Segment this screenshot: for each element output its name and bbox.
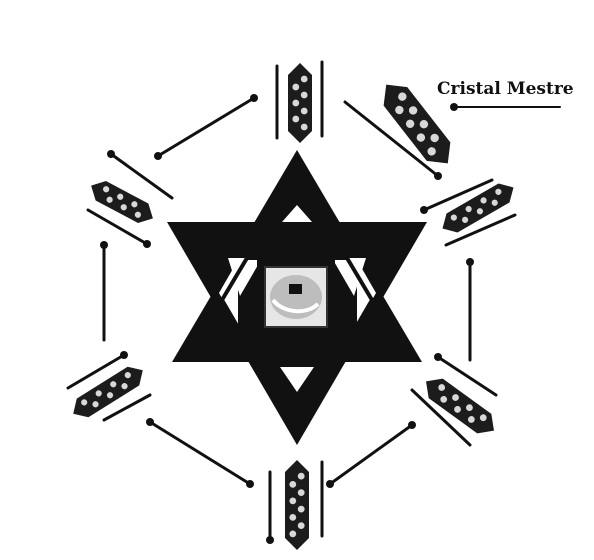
crystal-lower-left-icon <box>67 361 148 423</box>
crystal-top-speckle <box>301 92 308 99</box>
crystal-lower-right-icon <box>419 372 501 441</box>
crystal-upper-left-body <box>86 176 158 228</box>
crystal-bottom-speckle <box>298 473 305 480</box>
dot <box>408 421 416 429</box>
crystal-bottom-speckle <box>298 522 305 529</box>
crystal-lower-left-body <box>67 361 148 423</box>
crystal-top-body <box>288 63 312 143</box>
wand-lower-right-diagonal <box>330 425 412 484</box>
dot <box>100 241 108 249</box>
dot <box>266 536 274 544</box>
dot <box>420 206 428 214</box>
crystal-bottom-speckle <box>289 498 296 505</box>
wand-upper-left-diagonal <box>158 98 254 156</box>
dot <box>107 150 115 158</box>
crystal-upper-left-icon <box>86 176 158 228</box>
center-crystal-spot <box>289 284 302 294</box>
crystal-top-icon <box>288 63 312 143</box>
crystal-top-speckle <box>292 116 299 123</box>
crystal-top-speckle <box>292 100 299 107</box>
crystal-lower-right-body <box>419 372 501 441</box>
crystal-top-speckle <box>301 108 308 115</box>
dot <box>146 418 154 426</box>
crystal-top-speckle <box>292 84 299 91</box>
dot <box>466 258 474 266</box>
crystal-top-speckle <box>301 124 308 131</box>
center-crystal <box>257 258 335 336</box>
crystal-bottom-body <box>285 460 309 550</box>
master-crystal-label: Cristal Mestre <box>437 79 574 99</box>
wand-lower-left-diagonal <box>150 422 250 484</box>
crystal-top-speckle <box>301 76 308 83</box>
dot <box>246 480 254 488</box>
dot <box>450 103 458 111</box>
crystal-bottom-speckle <box>298 489 305 496</box>
crystal-bottom-speckle <box>289 514 296 521</box>
dot <box>434 353 442 361</box>
dot <box>434 172 442 180</box>
crystal-bottom-speckle <box>289 531 296 538</box>
crystal-bottom-speckle <box>298 506 305 513</box>
crystal-bottom-icon <box>285 460 309 550</box>
crystal-bottom-speckle <box>289 481 296 488</box>
dot <box>143 240 151 248</box>
dot <box>120 351 128 359</box>
dot <box>250 94 258 102</box>
dot <box>154 152 162 160</box>
dot <box>326 480 334 488</box>
